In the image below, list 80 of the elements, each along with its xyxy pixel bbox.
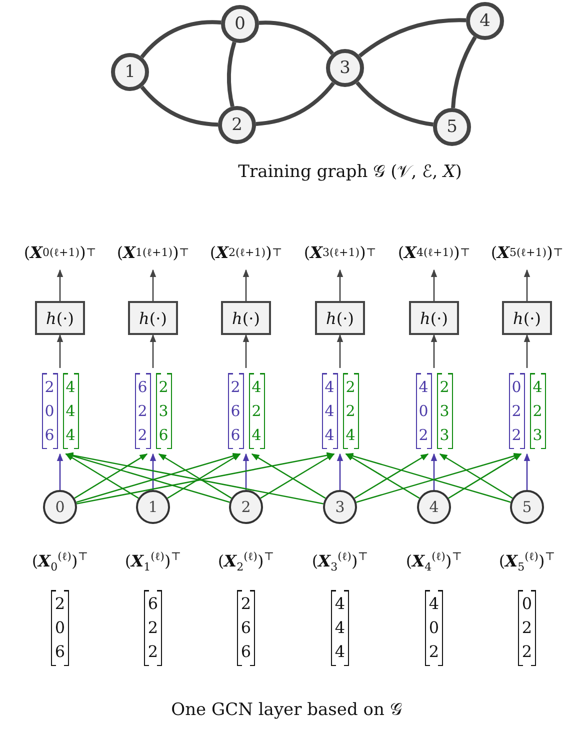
arrow [56,269,64,301]
input-feature-label: (X$_{4}$$^{(ℓ)}$)$^{⊤}$ [404,550,464,574]
graph-edge [258,20,334,56]
graph-edge [356,81,434,127]
aggregated-feature-vector: 2 2 4 [342,373,358,449]
graph-edge [140,86,218,127]
input-feature-vector: 2 6 6 [237,590,255,666]
graph-edge [451,36,477,108]
node-circle: 5 [510,490,544,524]
function-box: h(·) [315,301,365,335]
input-feature-vector: 2 0 6 [51,590,69,666]
arrow [242,453,250,490]
arrow [150,269,156,301]
arrow [524,334,530,368]
input-feature-vector: 4 4 4 [331,590,349,666]
graph-node-circle: 4 [466,2,504,40]
arrow [150,453,156,490]
arrow [430,334,438,368]
arrow [65,453,139,499]
graph-caption: Training graph 𝒢 (𝒱, ℰ, X) [237,162,463,182]
node-circle: 1 [136,490,170,524]
self-feature-vector: 2 0 6 [42,373,58,449]
graph-edge [256,82,335,126]
graph-node-circle: 3 [326,49,364,87]
input-feature-vector: 4 0 2 [425,590,443,666]
arrow [242,269,250,301]
arrow [345,453,420,499]
arrow [251,453,326,499]
arrow [524,269,530,301]
self-feature-vector: 4 0 2 [416,373,432,449]
arrow [336,269,344,301]
arrow [158,453,232,499]
input-feature-label: (X$_{3}$$^{(ℓ)}$)$^{⊤}$ [310,550,370,574]
graph-node-circle: 0 [221,5,259,43]
function-box: h(·) [502,301,552,335]
function-box: h(·) [221,301,271,335]
input-feature-label: (X$_{5}$$^{(ℓ)}$)$^{⊤}$ [498,550,556,574]
aggregated-feature-vector: 4 2 3 [530,373,546,449]
arrow [242,334,250,368]
arrow [336,453,344,490]
node-circle: 2 [229,490,263,524]
node-circle: 3 [323,490,357,524]
arrow [260,453,335,499]
input-feature-vector: 0 2 2 [518,590,536,666]
node-circle: 0 [43,490,77,524]
input-feature-label: (X$_{0}$$^{(ℓ)}$)$^{⊤}$ [30,550,90,574]
aggregated-feature-vector: 4 2 4 [248,373,264,449]
arrow [430,453,438,490]
function-box: h(·) [128,301,178,335]
input-feature-vector: 6 2 2 [144,590,162,666]
aggregated-feature-vector: 2 3 6 [156,373,172,449]
input-feature-label: (X$_{1}$$^{(ℓ)}$)$^{⊤}$ [124,550,182,574]
graph-edge [140,20,222,58]
aggregated-feature-vector: 2 3 3 [436,373,452,449]
diagram-caption: One GCN layer based on 𝒢 [170,700,403,720]
arrow [167,453,241,499]
input-feature-label: (X$_{2}$$^{(ℓ)}$)$^{⊤}$ [216,550,276,574]
arrow [56,334,64,368]
graph-edge [226,42,236,107]
arrow [448,453,522,499]
graph-node-circle: 2 [218,106,256,144]
arrow [524,453,530,490]
self-feature-vector: 0 2 2 [508,373,524,449]
graph-node-circle: 1 [111,53,149,91]
self-feature-vector: 2 6 6 [228,373,244,449]
arrow [150,334,156,368]
arrow [56,453,64,490]
self-feature-vector: 4 4 4 [322,373,338,449]
function-box: h(·) [409,301,459,335]
self-feature-vector: 6 2 2 [134,373,150,449]
graph-edge [358,18,466,58]
arrow [336,334,344,368]
arrow [430,269,438,301]
arrow [439,453,513,499]
aggregated-feature-vector: 4 4 4 [62,373,78,449]
function-box: h(·) [35,301,85,335]
graph-node-circle: 5 [433,108,471,146]
node-circle: 4 [417,490,451,524]
arrow [74,453,148,499]
arrow [354,453,429,499]
